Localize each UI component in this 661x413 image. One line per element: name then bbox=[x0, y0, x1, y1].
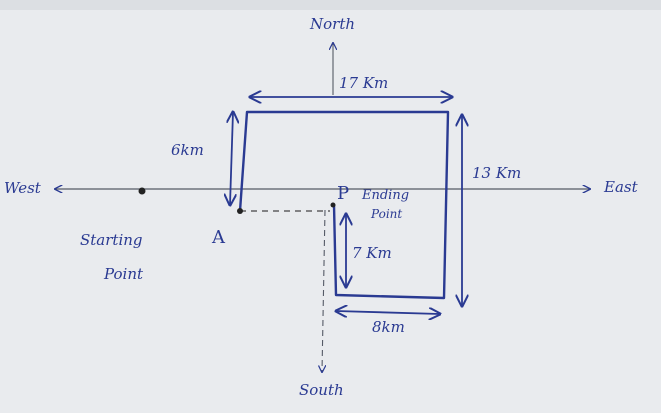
paper-edge bbox=[0, 0, 661, 10]
point-a-label: A bbox=[211, 227, 226, 248]
north-label: North bbox=[309, 15, 355, 33]
ending-point-label-line1: Ending bbox=[361, 188, 409, 203]
starting-point-dot bbox=[138, 187, 146, 195]
south-label: South bbox=[299, 381, 344, 399]
dimension-8km-arrow bbox=[336, 311, 440, 314]
east-label: East bbox=[603, 178, 639, 196]
point-p-label: P bbox=[337, 183, 349, 204]
distance-8km-label: 8km bbox=[372, 318, 405, 336]
starting-point-label-line1: Starting bbox=[80, 231, 143, 249]
dimension-6km-arrow bbox=[230, 112, 233, 205]
distance-13km-label: 13 Km bbox=[472, 164, 521, 182]
distance-17km-label: 17 Km bbox=[339, 74, 388, 92]
distance-6km-label: 6km bbox=[171, 141, 204, 159]
west-label: West bbox=[4, 179, 42, 197]
south-axis-segment bbox=[322, 209, 325, 372]
point-a-dot bbox=[237, 208, 243, 214]
starting-point-label-line2: Point bbox=[103, 265, 144, 283]
route-path bbox=[238, 110, 450, 300]
distance-7km-label: 7 Km bbox=[352, 244, 392, 262]
point-p-dot bbox=[330, 202, 336, 208]
ending-point-label-line2: Point bbox=[370, 207, 402, 221]
